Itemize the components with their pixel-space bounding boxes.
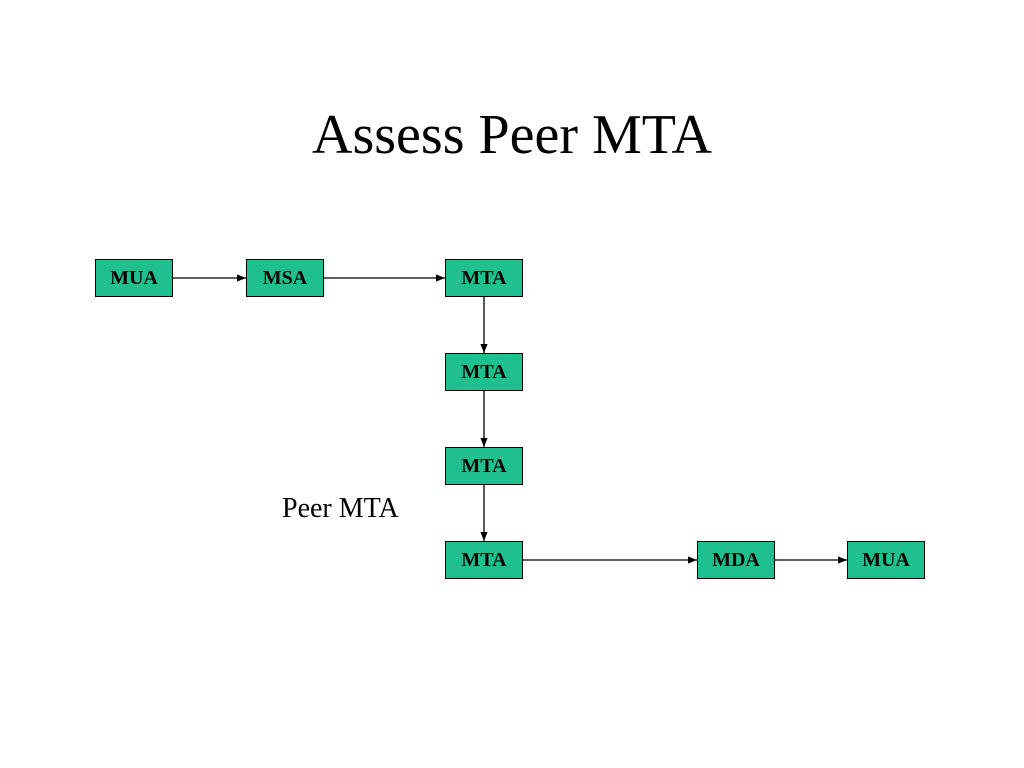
node-mta-3: MTA: [445, 447, 523, 485]
node-msa: MSA: [246, 259, 324, 297]
node-mta-1: MTA: [445, 259, 523, 297]
peer-mta-annotation: Peer MTA: [282, 493, 399, 524]
node-mua-sender: MUA: [95, 259, 173, 297]
node-mta-2: MTA: [445, 353, 523, 391]
node-mua-recipient: MUA: [847, 541, 925, 579]
node-mta-peer: MTA: [445, 541, 523, 579]
node-mda: MDA: [697, 541, 775, 579]
slide-title: Assess Peer MTA: [312, 104, 712, 166]
